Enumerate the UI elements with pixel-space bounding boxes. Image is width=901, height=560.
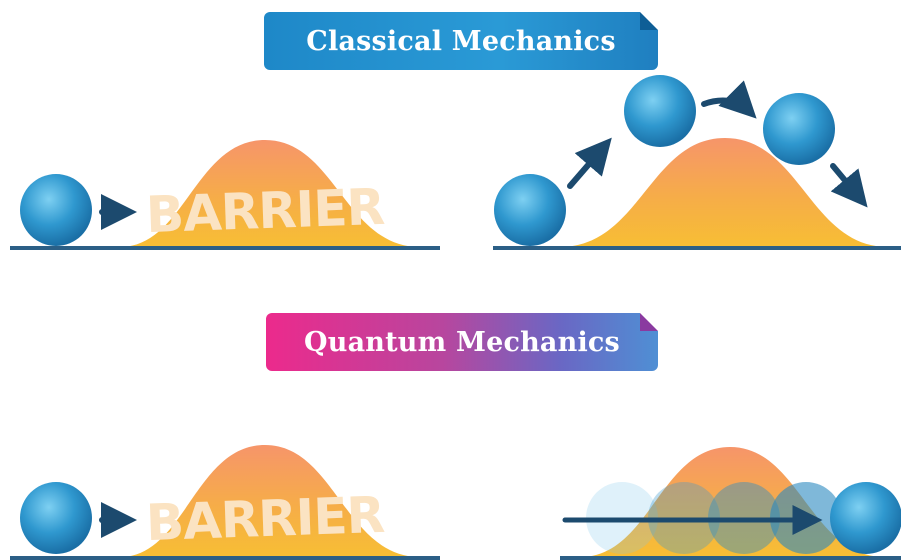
- barrier-label: BARRIER: [145, 178, 385, 244]
- ball: [20, 482, 92, 554]
- barrier-label: BARRIER: [145, 486, 385, 552]
- barrier-hill: [560, 138, 888, 247]
- barrier-hill: [120, 445, 420, 557]
- ball: [20, 174, 92, 246]
- arrow-down-right-icon: [830, 163, 868, 208]
- quantum-mechanics-title: Quantum Mechanics: [266, 313, 658, 371]
- quantum-mechanics-title-text: Quantum Mechanics: [304, 326, 620, 358]
- arrow-up-right-icon: [567, 137, 612, 189]
- classical-reflected-scene: BARRIER: [10, 140, 440, 250]
- banner-fold-corner: [640, 12, 658, 30]
- classical-mechanics-title-text: Classical Mechanics: [306, 25, 616, 57]
- classical-over-barrier-scene: [493, 75, 901, 250]
- banner-fold-corner: [640, 313, 658, 331]
- arrow-right-icon: [701, 80, 757, 119]
- quantum-tunneling-scene: [560, 447, 901, 560]
- classical-mechanics-title: Classical Mechanics: [264, 12, 658, 70]
- ball: [494, 174, 566, 246]
- quantum-approach-scene: BARRIER: [10, 445, 440, 560]
- ball: [624, 75, 696, 147]
- ball: [763, 93, 835, 165]
- ball: [830, 482, 901, 554]
- barrier-hill: [120, 140, 420, 247]
